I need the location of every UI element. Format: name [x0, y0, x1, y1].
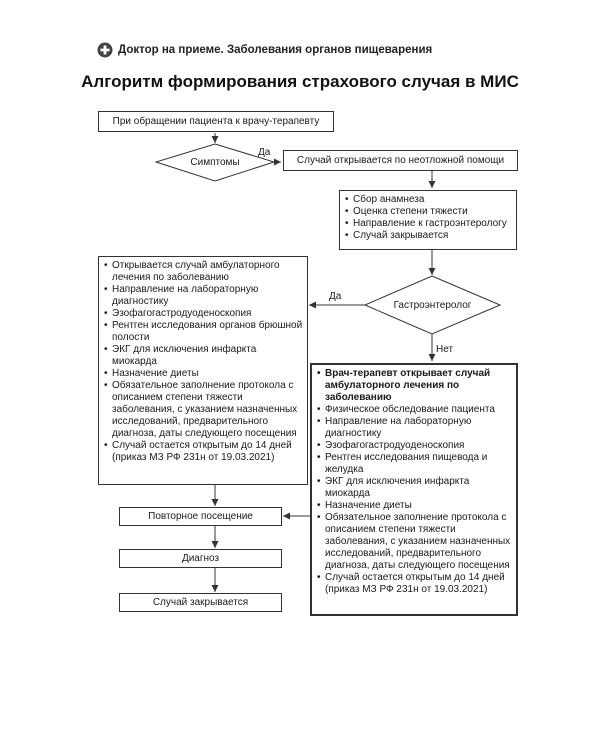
header-text: Доктор на приеме. Заболевания органов пи… [118, 44, 433, 56]
symptoms-diamond [154, 143, 276, 182]
list-item: Направление на лабораторную диагностику [316, 416, 512, 440]
therapist-list: Врач-терапевт открывает случай амбулатор… [316, 368, 512, 596]
edge-label-no: Нет [436, 344, 454, 355]
list-item: Назначение диеты [316, 500, 512, 512]
list-item: Эзофагогастродуоденоскопия [316, 440, 512, 452]
list-item: Физическое обследование пациента [316, 404, 512, 416]
edge-label-yes-2: Да [329, 291, 342, 302]
list-item: Случай остается открытым до 14 дней (при… [103, 440, 303, 464]
emergency-box: Случай открывается по неотложной помощи [283, 150, 518, 171]
list-item: Оценка степени тяжести [344, 206, 512, 218]
initial-steps-list: Сбор анамнеза Оценка степени тяжести Нап… [344, 194, 512, 242]
list-item: Эзофагогастродуоденоскопия [103, 308, 303, 320]
diagnosis-box: Диагноз [119, 549, 282, 568]
list-item: Рентген исследования пищевода и желудка [316, 452, 512, 476]
list-item: Открывается случай амбулаторного лечения… [103, 260, 303, 284]
gastroenterologist-label: Гастроэнтеролог [393, 299, 472, 311]
list-item: Направление к гастроэнтерологу [344, 218, 512, 230]
initial-steps-box: Сбор анамнеза Оценка степени тяжести Нап… [339, 190, 517, 250]
gastroenterologist-yes-box: Открывается случай амбулаторного лечения… [98, 256, 308, 485]
list-item: ЭКГ для исключения инфаркта миокарда [316, 476, 512, 500]
therapist-box: Врач-терапевт открывает случай амбулатор… [310, 363, 518, 616]
list-item: ЭКГ для исключения инфаркта миокарда [103, 344, 303, 368]
list-item: Случай остается открытым до 14 дней (при… [316, 572, 512, 596]
list-item: Рентген исследования органов брюшной пол… [103, 320, 303, 344]
list-item: Обязательное заполнение протокола с опис… [103, 380, 303, 440]
list-item: Назначение диеты [103, 368, 303, 380]
case-closed-box: Случай закрывается [119, 593, 282, 612]
symptoms-label: Симптомы [190, 156, 240, 168]
page-header: Доктор на приеме. Заболевания органов пи… [97, 42, 432, 58]
plus-circle-icon [97, 42, 113, 58]
list-item: Обязательное заполнение протокола с опис… [316, 512, 512, 572]
list-item: Сбор анамнеза [344, 194, 512, 206]
list-item: Случай закрывается [344, 230, 512, 242]
start-box: При обращении пациента к врачу-терапевту [98, 111, 334, 132]
edge-label-yes-1: Да [258, 147, 271, 158]
therapist-box-title: Врач-терапевт открывает случай амбулатор… [316, 368, 512, 404]
list-item: Направление на лабораторную диагностику [103, 284, 303, 308]
repeat-visit-box: Повторное посещение [119, 507, 282, 526]
diagram-title: Алгоритм формирования страхового случая … [81, 72, 519, 91]
gastroenterologist-yes-list: Открывается случай амбулаторного лечения… [103, 260, 303, 464]
